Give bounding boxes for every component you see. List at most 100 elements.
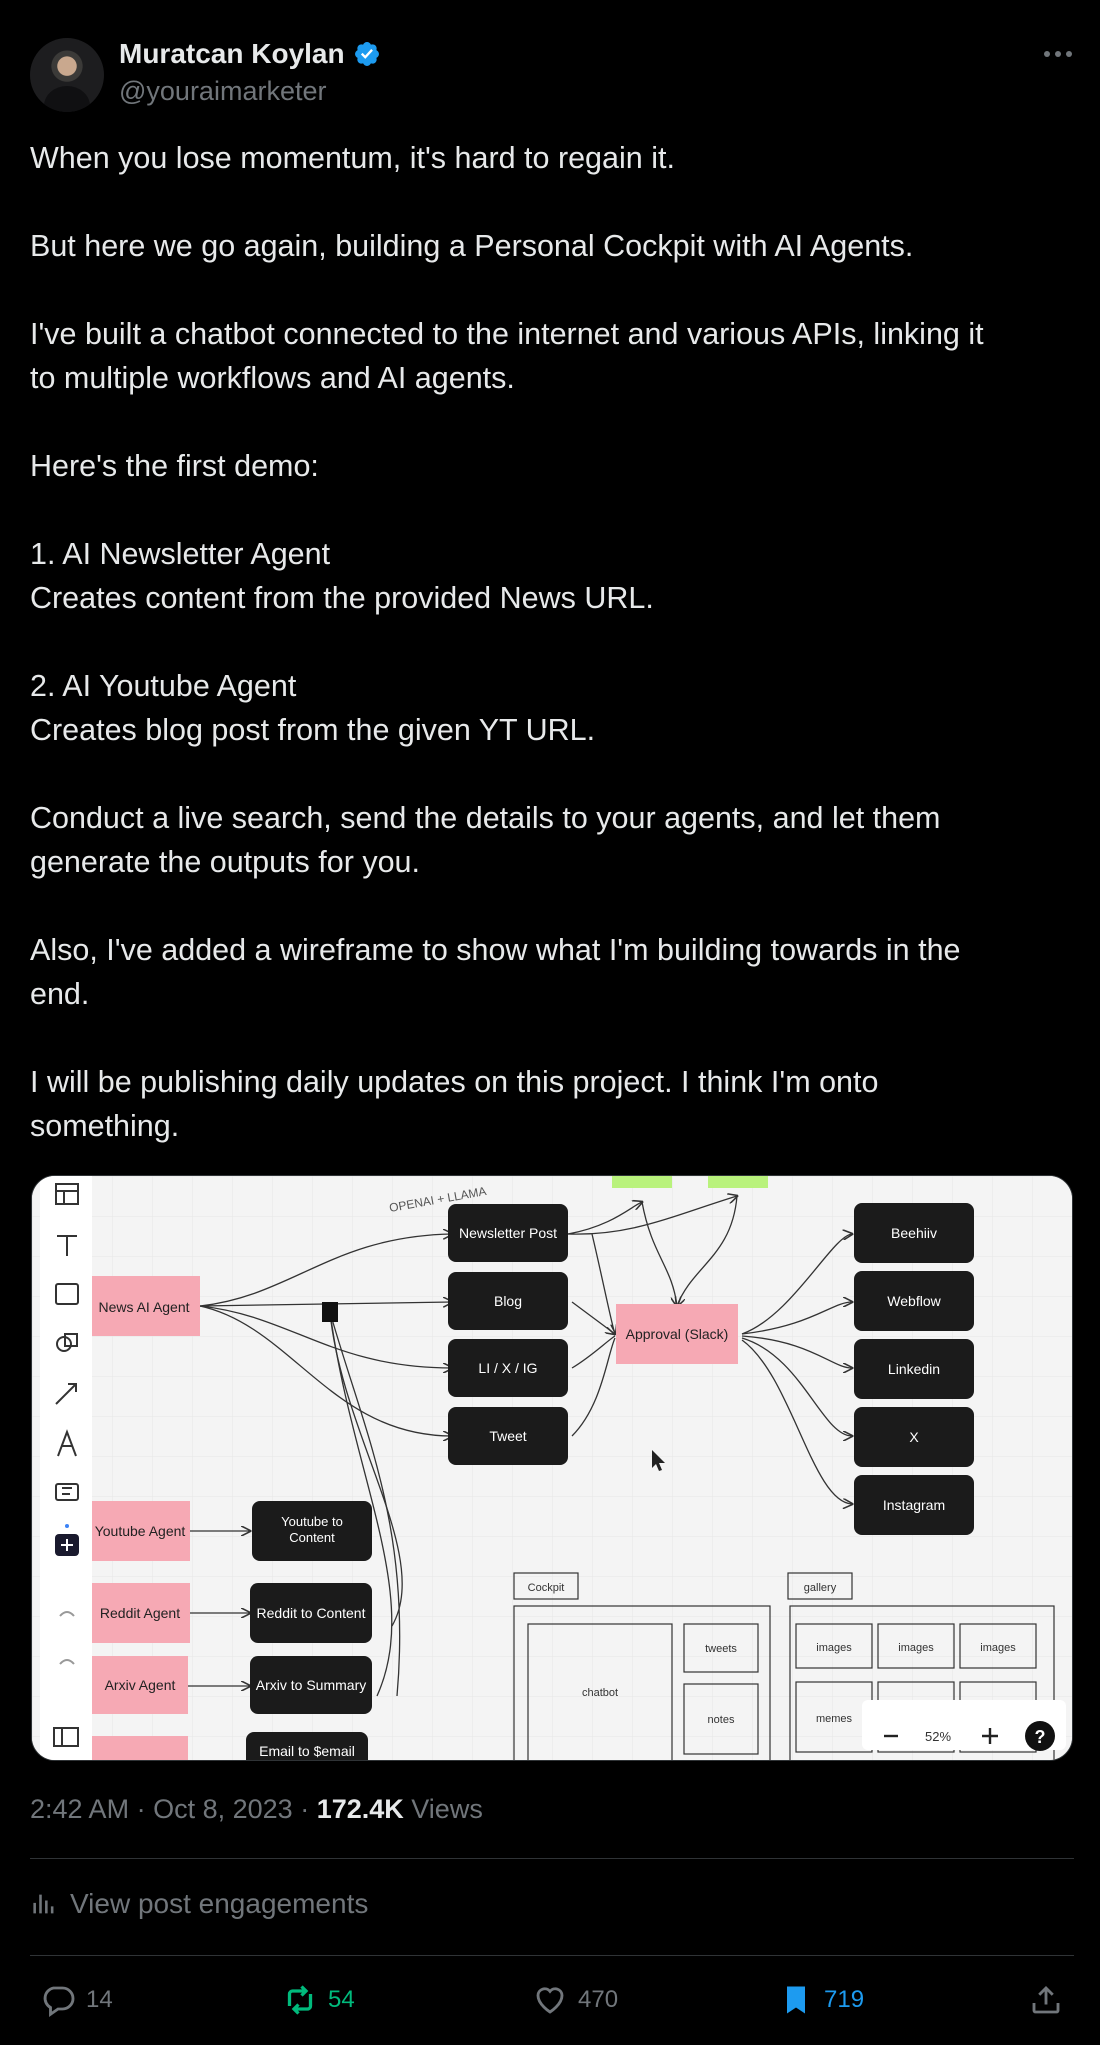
divider — [30, 1955, 1074, 1956]
layout-tool-icon — [55, 1183, 79, 1205]
share-icon — [1032, 1985, 1060, 2014]
svg-text:Youtube to: Youtube to — [281, 1514, 343, 1529]
post-paragraph: I will be publishing daily updates on th… — [30, 1060, 1070, 1148]
post-timestamp[interactable]: 2:42 AM · Oct 8, 2023 · 172.4K Views — [30, 1794, 483, 1824]
post-text: When you lose momentum, it's hard to reg… — [30, 136, 1070, 1148]
agent-node — [92, 1583, 190, 1643]
view-engagements-label[interactable]: View post engagements — [70, 1888, 369, 1919]
post-paragraph: Here's the first demo: — [30, 444, 1070, 488]
svg-text:images: images — [980, 1642, 1016, 1654]
post-line: Here's the first demo: — [30, 449, 319, 483]
post-paragraph: Also, I've added a wireframe to show wha… — [30, 928, 1070, 1016]
post-line: Also, I've added a wireframe to show wha… — [30, 933, 961, 967]
svg-text:Webflow: Webflow — [887, 1293, 941, 1309]
middle-nodes: Youtube to Content Reddit to Content Arx… — [246, 1501, 372, 1760]
agent-node — [92, 1501, 190, 1561]
pen-tool-icon — [57, 1429, 77, 1457]
svg-text:Youtube Agent: Youtube Agent — [95, 1523, 186, 1539]
post-line: to multiple workflows and AI agents. — [30, 361, 515, 395]
agent-node — [92, 1736, 188, 1760]
like-button[interactable]: 470 — [532, 1975, 618, 2025]
svg-text:Tweet: Tweet — [489, 1428, 526, 1444]
svg-text:?: ? — [1035, 1727, 1046, 1747]
repost-button[interactable]: 54 — [282, 1975, 355, 2025]
analytics-icon — [33, 1894, 54, 1914]
post-line: 1. AI Newsletter Agent — [30, 537, 331, 571]
like-count: 470 — [578, 1986, 619, 2013]
junction-marker — [322, 1302, 338, 1322]
help-icon — [1025, 1721, 1055, 1751]
text-tool-icon — [57, 1235, 77, 1256]
post-paragraph: When you lose momentum, it's hard to reg… — [30, 136, 1070, 180]
bookmark-count: 719 — [824, 1986, 865, 2013]
verified-badge-icon — [354, 42, 379, 66]
svg-text:memes: memes — [816, 1713, 853, 1725]
agent-node — [92, 1276, 200, 1336]
svg-text:LI / X / IG: LI / X / IG — [478, 1360, 537, 1376]
reply-icon — [43, 1986, 75, 2017]
whiteboard-toolbar — [40, 1176, 92, 1760]
svg-text:News AI Agent: News AI Agent — [98, 1299, 189, 1315]
more-options-icon[interactable] — [1040, 40, 1076, 68]
post-media-image[interactable]: OPENAI + LLAMA — [31, 1175, 1073, 1761]
svg-text:Cockpit: Cockpit — [528, 1582, 565, 1594]
view-engagements-link[interactable]: View post engagements — [30, 1888, 368, 1920]
whiteboard-diagram: OPENAI + LLAMA — [32, 1176, 1072, 1760]
svg-text:Approval (Slack): Approval (Slack) — [626, 1326, 729, 1342]
svg-text:Blog: Blog — [494, 1293, 522, 1309]
approval-node — [616, 1304, 738, 1364]
svg-text:Reddit to Content: Reddit to Content — [257, 1605, 366, 1621]
post-line: Conduct a live search, send the details … — [30, 801, 941, 835]
author-avatar[interactable] — [30, 38, 104, 112]
svg-text:Arxiv Agent: Arxiv Agent — [105, 1677, 176, 1693]
svg-text:Arxiv to Summary: Arxiv to Summary — [256, 1677, 366, 1693]
svg-text:Newsletter Post: Newsletter Post — [459, 1225, 557, 1241]
post-line: I will be publishing daily updates on th… — [30, 1065, 879, 1099]
svg-text:Reddit Agent: Reddit Agent — [100, 1605, 180, 1621]
post-line: Creates blog post from the given YT URL. — [30, 713, 596, 747]
redo-icon — [59, 1659, 75, 1665]
svg-text:Beehiiv: Beehiiv — [891, 1225, 937, 1241]
post-paragraph: But here we go again, building a Persona… — [30, 224, 1070, 268]
share-button[interactable] — [1028, 1975, 1064, 2025]
reply-button[interactable]: 14 — [40, 1975, 113, 2025]
agent-nodes: News AI Agent Youtube Agent Reddit Agent… — [92, 1276, 200, 1760]
author-name[interactable]: Muratcan Koylan — [119, 38, 345, 69]
svg-text:Email to $email: Email to $email — [259, 1743, 355, 1759]
post-date[interactable]: Oct 8, 2023 — [153, 1794, 293, 1824]
comment-tool-icon — [55, 1483, 79, 1501]
arrow-tool-icon — [55, 1383, 77, 1405]
destination-nodes: Beehiiv Webflow Linkedin X Instagram — [854, 1203, 974, 1535]
svg-text:Content: Content — [289, 1530, 335, 1545]
bookmark-icon — [787, 1986, 805, 2014]
post-line: generate the outputs for you. — [30, 845, 420, 879]
toolbar-icons — [55, 1183, 79, 1501]
bookmark-button[interactable]: 719 — [778, 1975, 864, 2025]
author-handle[interactable]: @youraimarketer — [119, 76, 327, 106]
svg-text:gallery: gallery — [804, 1582, 837, 1594]
mouse-cursor-icon — [652, 1450, 665, 1471]
post-time[interactable]: 2:42 AM — [30, 1794, 130, 1824]
post-line: 2. AI Youtube Agent — [30, 669, 297, 703]
undo-icon — [59, 1611, 75, 1617]
panel-toggle-icon — [53, 1727, 79, 1747]
views-count: 172.4K — [316, 1794, 404, 1824]
post-paragraph: Conduct a live search, send the details … — [30, 796, 1070, 884]
post-paragraph: I've built a chatbot connected to the in… — [30, 312, 1070, 400]
svg-text:images: images — [816, 1642, 852, 1654]
reply-count: 14 — [86, 1986, 113, 2013]
svg-text:tweets: tweets — [705, 1643, 737, 1655]
sticky-note-tool-icon — [55, 1283, 79, 1305]
author-name-row[interactable]: Muratcan Koylan — [119, 38, 381, 70]
svg-text:notes: notes — [708, 1714, 735, 1726]
post-line: something. — [30, 1109, 180, 1143]
output-nodes: Newsletter Post Blog LI / X / IG Tweet — [448, 1204, 568, 1465]
post-line: end. — [30, 977, 90, 1011]
agent-node — [92, 1656, 188, 1714]
post-line: When you lose momentum, it's hard to reg… — [30, 141, 675, 175]
post-line: I've built a chatbot connected to the in… — [30, 317, 984, 351]
repost-icon — [287, 1985, 313, 2015]
post-line: Creates content from the provided News U… — [30, 581, 654, 615]
repost-count: 54 — [328, 1986, 355, 2013]
